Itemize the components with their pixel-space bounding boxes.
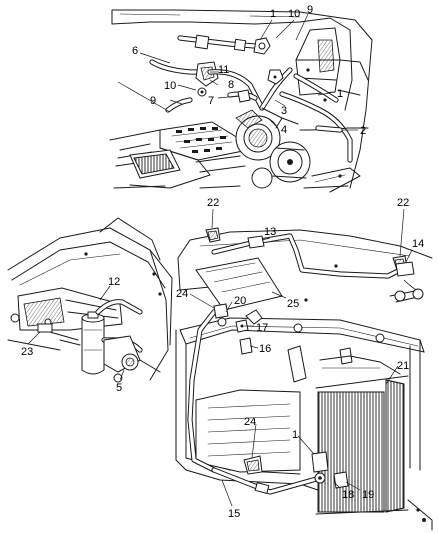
engine-bay-view: [109, 9, 373, 193]
callout-24-lower: 24: [244, 416, 256, 428]
front-end-leaders: [189, 208, 413, 507]
callout-13: 13: [264, 226, 276, 238]
callout-10-mid: 10: [164, 80, 176, 92]
callout-17: 17: [256, 322, 268, 334]
callout-14: 14: [412, 238, 424, 250]
callout-labels: 1 10 9 6 11 8 10 7 9 3 1 4 2 22 22 13 14…: [21, 4, 424, 520]
callout-3: 3: [281, 105, 287, 117]
callout-1-top: 1: [270, 8, 276, 20]
callout-9-top: 9: [307, 4, 313, 16]
callout-10-top: 10: [288, 8, 300, 20]
callout-1-right: 1: [337, 88, 343, 100]
top-leaders: [139, 13, 358, 131]
callout-5: 5: [116, 382, 122, 394]
callout-20: 20: [234, 295, 246, 307]
callout-4: 4: [281, 124, 287, 136]
front-end-view: [175, 227, 433, 531]
callout-6: 6: [132, 45, 138, 57]
callout-19: 19: [362, 489, 374, 501]
callout-1-lower: 1: [292, 429, 298, 441]
callout-8: 8: [228, 79, 234, 91]
callout-12: 12: [108, 276, 120, 288]
callout-16: 16: [259, 343, 271, 355]
callout-18: 18: [342, 489, 354, 501]
callout-24-upper: 24: [176, 288, 188, 300]
callout-9-mid: 9: [150, 95, 156, 107]
callout-22-left: 22: [207, 197, 219, 209]
left-leaders: [27, 285, 125, 381]
callout-23: 23: [21, 346, 33, 358]
callout-15: 15: [228, 508, 240, 520]
callout-2: 2: [360, 125, 366, 137]
callout-25: 25: [287, 298, 299, 310]
callout-22-right: 22: [397, 197, 409, 209]
callout-7: 7: [208, 95, 214, 107]
callout-11: 11: [218, 64, 229, 76]
accumulator-view: [7, 217, 173, 383]
callout-21: 21: [397, 360, 409, 372]
